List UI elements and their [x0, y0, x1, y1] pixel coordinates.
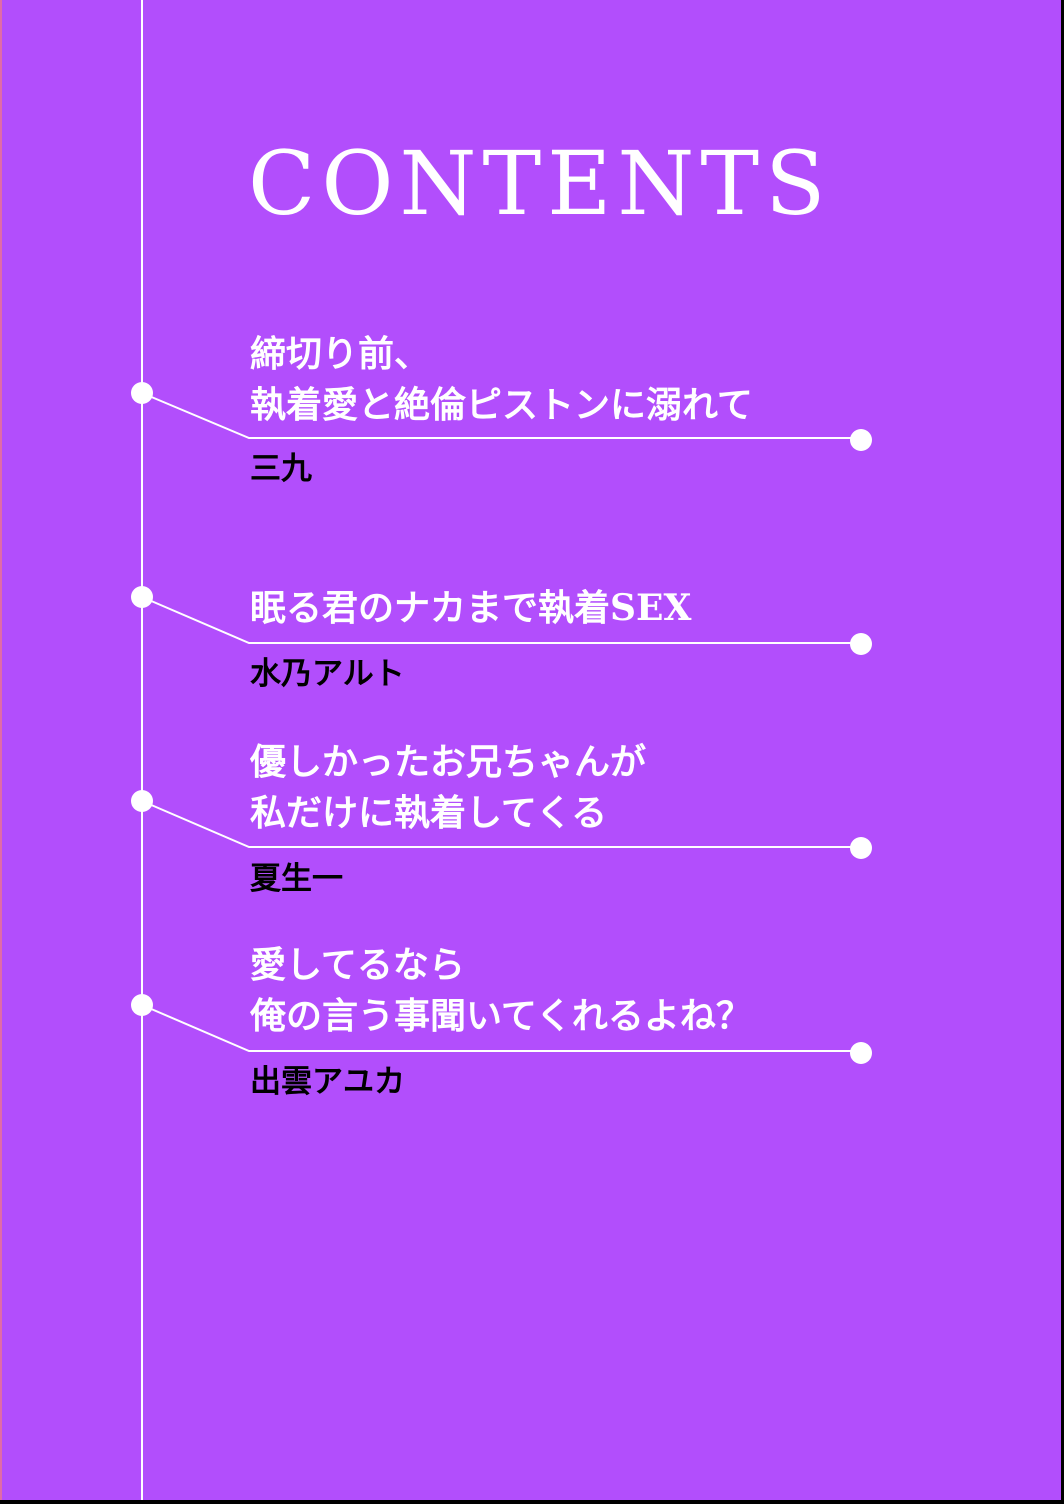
title-line: 執着愛と絶倫ピストンに溺れて	[250, 384, 753, 426]
title-line: 眠る君のナカまで執着SEX	[250, 587, 692, 629]
entry-connector-2	[131, 586, 872, 655]
title-line: 俺の言う事聞いてくれるよね？	[250, 995, 752, 1037]
entry-author-2: 水乃アルト	[250, 656, 405, 692]
title-line: 優しかったお兄ちゃんが	[250, 741, 647, 783]
dot-marker	[850, 1042, 872, 1064]
entry-connector-1	[131, 382, 872, 451]
dot-marker	[131, 586, 153, 608]
entry-connector-3	[131, 790, 872, 859]
entry-title-3: 優しかったお兄ちゃんが 私だけに執着してくる	[250, 737, 646, 839]
entry-title-2: 眠る君のナカまで執着SEX	[250, 583, 691, 634]
dot-marker	[131, 382, 153, 404]
page-heading: CONTENTS	[248, 132, 832, 235]
entry-connector-4	[131, 994, 872, 1064]
entry-author-1: 三九	[250, 451, 312, 487]
dot-marker	[850, 837, 872, 859]
dot-marker	[131, 994, 153, 1016]
title-line: 愛してるなら	[250, 944, 465, 986]
entry-author-3: 夏生一	[250, 861, 343, 897]
title-line: 締切り前、	[250, 333, 431, 375]
entry-author-4: 出雲アユカ	[250, 1064, 405, 1100]
dot-marker	[850, 633, 872, 655]
title-line: 私だけに執着してくる	[250, 792, 608, 834]
entry-title-4: 愛してるなら 俺の言う事聞いてくれるよね？	[250, 940, 752, 1042]
dot-marker	[131, 790, 153, 812]
entry-title-1: 締切り前、 執着愛と絶倫ピストンに溺れて	[250, 329, 753, 431]
dot-marker	[850, 429, 872, 451]
